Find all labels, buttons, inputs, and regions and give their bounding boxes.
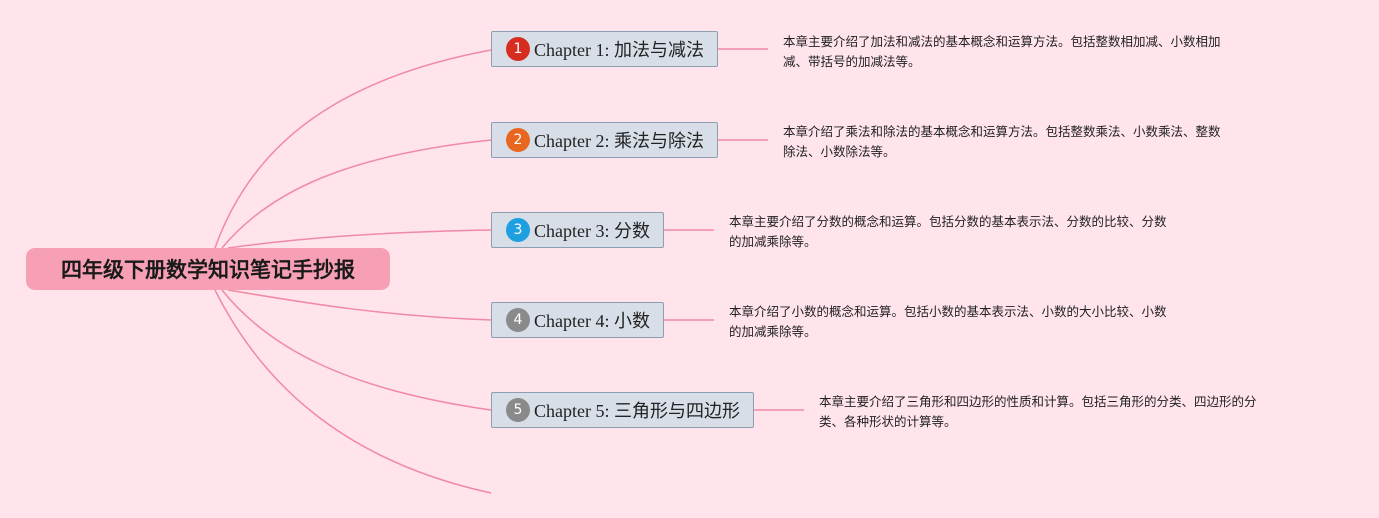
priority-marker-5-icon: 5 [506,398,530,422]
chapter-node-3[interactable]: 3 Chapter 3: 分数 [491,212,664,248]
chapter-node-1-label: Chapter 1: 加法与减法 [534,40,704,60]
chapter-node-3-label: Chapter 3: 分数 [534,221,650,241]
chapter-2-description-line-2: 除法、小数除法等。 [783,144,896,159]
chapter-5-description: 本章主要介绍了三角形和四边形的性质和计算。包括三角形的分类、四边形的分 类、各种… [819,392,1319,432]
chapter-2-description: 本章介绍了乘法和除法的基本概念和运算方法。包括整数乘法、小数乘法、整数 除法、小… [783,122,1283,162]
root-topic-title: 四年级下册数学知识笔记手抄报 [61,258,355,282]
branch-line-6 [214,289,492,494]
chapter-1-description: 本章主要介绍了加法和减法的基本概念和运算方法。包括整数相加减、小数相加 减、带括… [783,32,1283,72]
priority-marker-4-icon: 4 [506,308,530,332]
chapter-node-5-label: Chapter 5: 三角形与四边形 [534,401,740,421]
chapter-node-2-label: Chapter 2: 乘法与除法 [534,131,704,151]
priority-marker-4-number: 4 [513,312,523,328]
branch-line-4 [227,289,492,321]
chapter-3-description-line-2: 的加减乘除等。 [729,234,817,249]
branch-line-2 [221,139,492,249]
priority-marker-1-number: 1 [513,41,523,57]
chapter-node-5[interactable]: 5 Chapter 5: 三角形与四边形 [491,392,754,428]
chapter-1-description-line-2: 减、带括号的加减法等。 [783,54,921,69]
chapter-1-description-line-1: 本章主要介绍了加法和减法的基本概念和运算方法。包括整数相加减、小数相加 [783,34,1221,49]
chapter-4-description: 本章介绍了小数的概念和运算。包括小数的基本表示法、小数的大小比较、小数 的加减乘… [729,302,1229,342]
chapter-3-description-line-1: 本章主要介绍了分数的概念和运算。包括分数的基本表示法、分数的比较、分数 [729,214,1167,229]
chapter-node-1[interactable]: 1 Chapter 1: 加法与减法 [491,31,718,67]
chapter-node-2[interactable]: 2 Chapter 2: 乘法与除法 [491,122,718,158]
chapter-node-4[interactable]: 4 Chapter 4: 小数 [491,302,664,338]
chapter-5-description-line-2: 类、各种形状的计算等。 [819,414,957,429]
priority-marker-5-number: 5 [513,402,523,418]
chapter-3-description: 本章主要介绍了分数的概念和运算。包括分数的基本表示法、分数的比较、分数 的加减乘… [729,212,1229,252]
branch-line-1 [214,49,492,249]
root-topic[interactable]: 四年级下册数学知识笔记手抄报 [26,248,390,290]
priority-marker-3-icon: 3 [506,218,530,242]
chapter-node-4-label: Chapter 4: 小数 [534,311,650,331]
branch-line-5 [221,289,492,411]
priority-marker-2-number: 2 [513,132,523,148]
priority-marker-1-icon: 1 [506,37,530,61]
chapter-2-description-line-1: 本章介绍了乘法和除法的基本概念和运算方法。包括整数乘法、小数乘法、整数 [783,124,1221,139]
branch-line-3 [227,229,492,249]
chapter-4-description-line-1: 本章介绍了小数的概念和运算。包括小数的基本表示法、小数的大小比较、小数 [729,304,1167,319]
chapter-4-description-line-2: 的加减乘除等。 [729,324,817,339]
priority-marker-2-icon: 2 [506,128,530,152]
chapter-5-description-line-1: 本章主要介绍了三角形和四边形的性质和计算。包括三角形的分类、四边形的分 [819,394,1257,409]
priority-marker-3-number: 3 [513,222,523,238]
